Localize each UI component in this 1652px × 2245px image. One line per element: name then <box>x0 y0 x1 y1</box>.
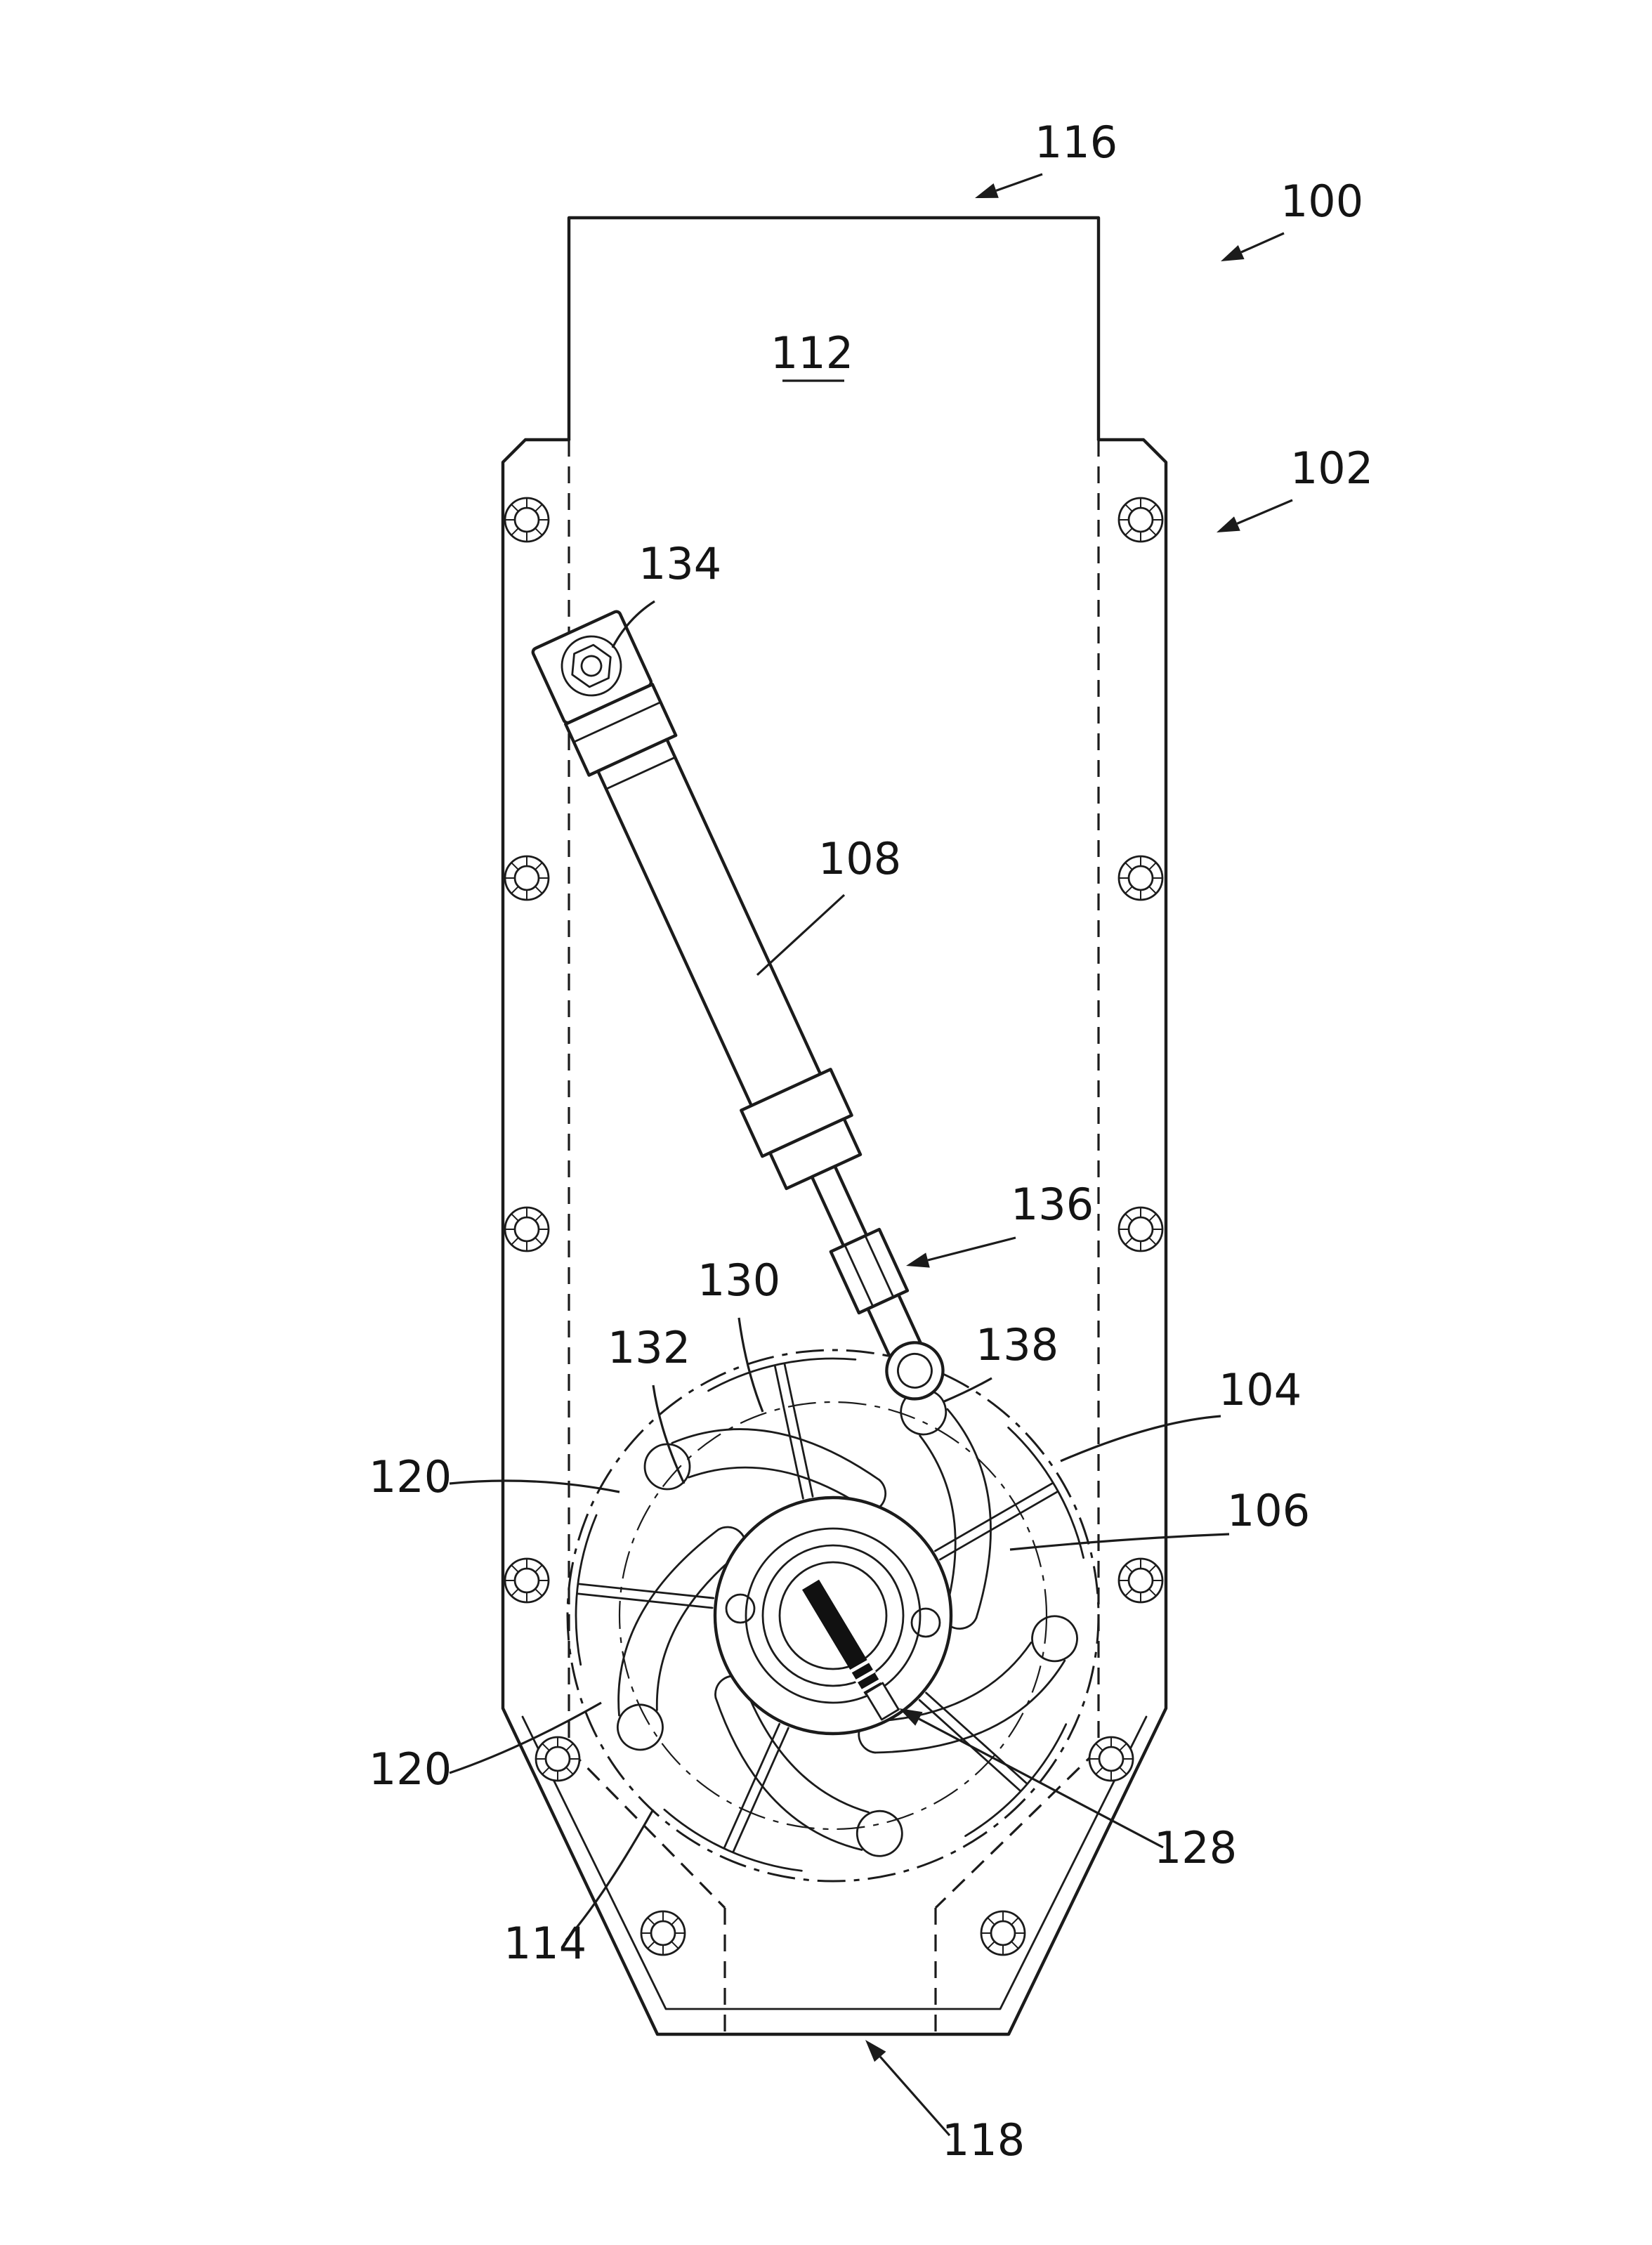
bolt <box>1117 1557 1164 1604</box>
leader-138 <box>942 1377 992 1403</box>
ref-label-130: 130 <box>697 1255 780 1306</box>
hub-bolt-hole <box>725 1593 756 1624</box>
leader-102 <box>1236 499 1293 525</box>
leader-116 <box>995 173 1043 192</box>
ref-label-128: 128 <box>1154 1822 1237 1873</box>
ref-label-106: 106 <box>1227 1485 1310 1536</box>
arrowhead-118 <box>865 2040 886 2062</box>
leader-120b <box>449 1701 602 1774</box>
leader-136 <box>927 1236 1016 1262</box>
ref-label-136: 136 <box>1011 1179 1094 1230</box>
arrowhead-100 <box>1221 245 1245 261</box>
cylinder-barrel <box>596 738 822 1108</box>
ref-label-134: 134 <box>638 538 721 589</box>
leader-132 <box>652 1385 686 1484</box>
arrowhead-128 <box>899 1708 923 1726</box>
mounting-plate <box>501 438 1168 2036</box>
mount-bolt-hex <box>571 643 612 688</box>
ref-label-112: 112 <box>771 327 853 379</box>
leader-130 <box>738 1317 764 1413</box>
leader-lines <box>449 173 1293 2137</box>
ref-label-102: 102 <box>1290 443 1373 494</box>
leader-114 <box>565 1809 655 1942</box>
bolt <box>504 1206 550 1252</box>
arrowhead-102 <box>1217 516 1240 532</box>
ref-label-118: 118 <box>942 2114 1025 2166</box>
ref-label-116: 116 <box>1035 117 1117 168</box>
arrowhead-136 <box>906 1252 930 1268</box>
ref-label-100: 100 <box>1280 176 1363 227</box>
piston-rod <box>810 1165 868 1248</box>
bolt <box>640 1910 686 1956</box>
bolt <box>535 1736 581 1782</box>
reference-numerals: 116 100 102 112 134 108 136 130 132 138 … <box>369 117 1373 2166</box>
hydraulic-cylinder <box>531 610 945 1401</box>
feed-duct <box>567 216 1101 442</box>
leader-106 <box>1009 1533 1230 1551</box>
ref-label-114: 114 <box>504 1918 586 1969</box>
ref-label-132: 132 <box>608 1322 690 1373</box>
spoke <box>568 1512 722 1679</box>
spoke <box>704 1347 883 1514</box>
bolt <box>1117 1206 1164 1252</box>
bolt <box>504 497 550 543</box>
bolt <box>1117 497 1164 543</box>
bolt <box>1088 1736 1134 1782</box>
ref-label-120b: 120 <box>369 1743 452 1795</box>
leader-128 <box>918 1717 1164 1849</box>
bolt <box>504 1557 550 1604</box>
bolt <box>980 1910 1026 1956</box>
rotor-centerline-circles <box>566 1349 1100 1883</box>
ref-label-120a: 120 <box>369 1451 452 1503</box>
leader-108 <box>756 894 846 976</box>
rod-eye-pin-hole <box>897 1352 933 1389</box>
leader-104 <box>1060 1415 1221 1462</box>
shaft-key-slot <box>801 1579 883 1696</box>
leader-134 <box>611 600 655 648</box>
leader-100 <box>1240 232 1285 254</box>
hub-assembly <box>713 1495 953 1736</box>
bolt <box>1117 855 1164 901</box>
key-slot-clamp <box>865 1682 900 1721</box>
arrowhead-116 <box>975 183 999 198</box>
leader-118 <box>879 2055 951 2137</box>
ref-label-138: 138 <box>976 1319 1058 1370</box>
ref-label-108: 108 <box>818 833 901 884</box>
leader-120a <box>449 1479 620 1493</box>
bolt <box>504 855 550 901</box>
ref-label-104: 104 <box>1219 1364 1302 1415</box>
hub-bolt-hole <box>910 1607 941 1638</box>
